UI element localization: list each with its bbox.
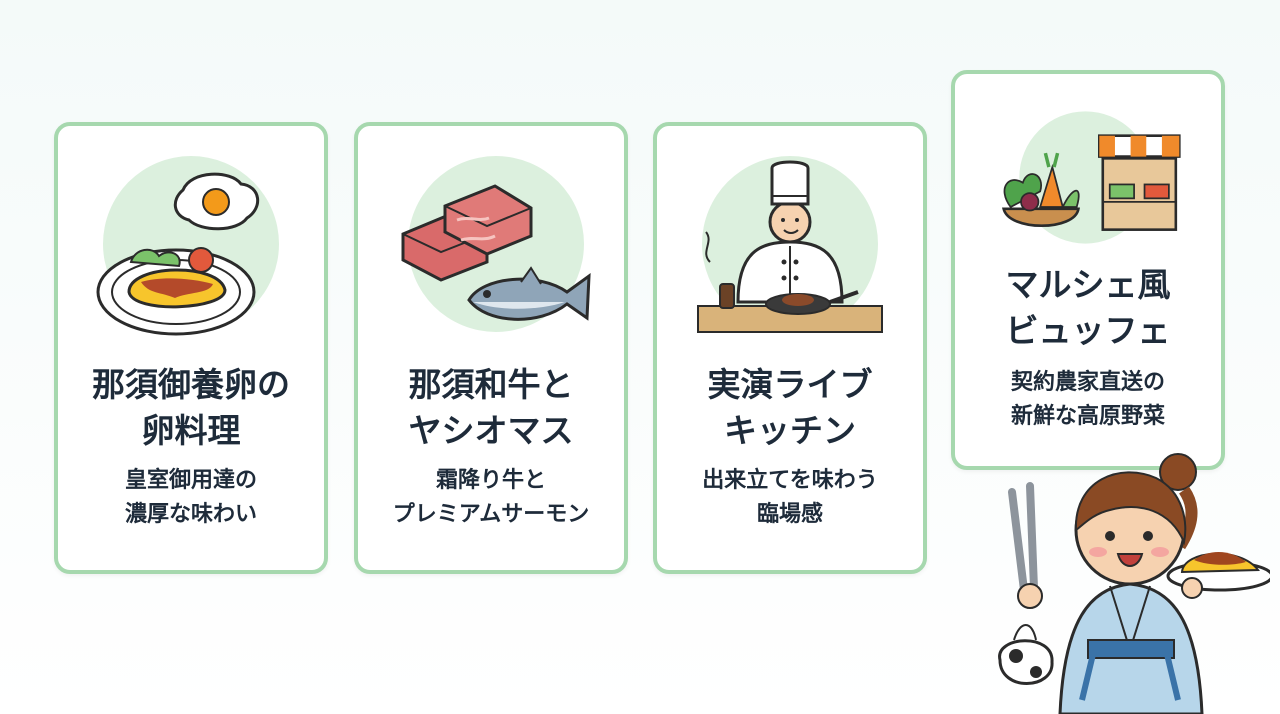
chef-cooking-icon xyxy=(697,156,883,333)
feature-card-egg: 那須御養卵の 卵料理 皇室御用達の 濃厚な味わい xyxy=(54,122,328,574)
beef-salmon-icon xyxy=(401,156,591,332)
card-title: マルシェ風 ビュッフェ xyxy=(1005,265,1171,350)
card-subtitle: 皇室御用達の 濃厚な味わい xyxy=(124,468,257,527)
yukata-girl-with-tongs-icon xyxy=(998,453,1270,714)
feature-card-live-kitchen: 実演ライブ キッチン 出来立てを味わう 臨場感 xyxy=(653,122,927,574)
card-subtitle: 霜降り牛と プレミアムサーモン xyxy=(392,468,590,527)
card-title: 那須御養卵の 卵料理 xyxy=(92,365,290,450)
card-title: 那須和牛と ヤシオマス xyxy=(408,365,574,450)
omelette-egg-plate-icon xyxy=(96,156,279,336)
card-subtitle: 契約農家直送の 新鮮な高原野菜 xyxy=(1010,370,1165,429)
feature-card-marche-buffet: マルシェ風 ビュッフェ 契約農家直送の 新鮮な高原野菜 xyxy=(951,70,1225,470)
card-subtitle: 出来立てを味わう 臨場感 xyxy=(702,468,878,527)
vegetable-market-stall-icon xyxy=(1002,111,1181,244)
feature-card-beef-salmon: 那須和牛と ヤシオマス 霜降り牛と プレミアムサーモン xyxy=(354,122,628,574)
card-title: 実演ライブ キッチン xyxy=(707,365,873,450)
